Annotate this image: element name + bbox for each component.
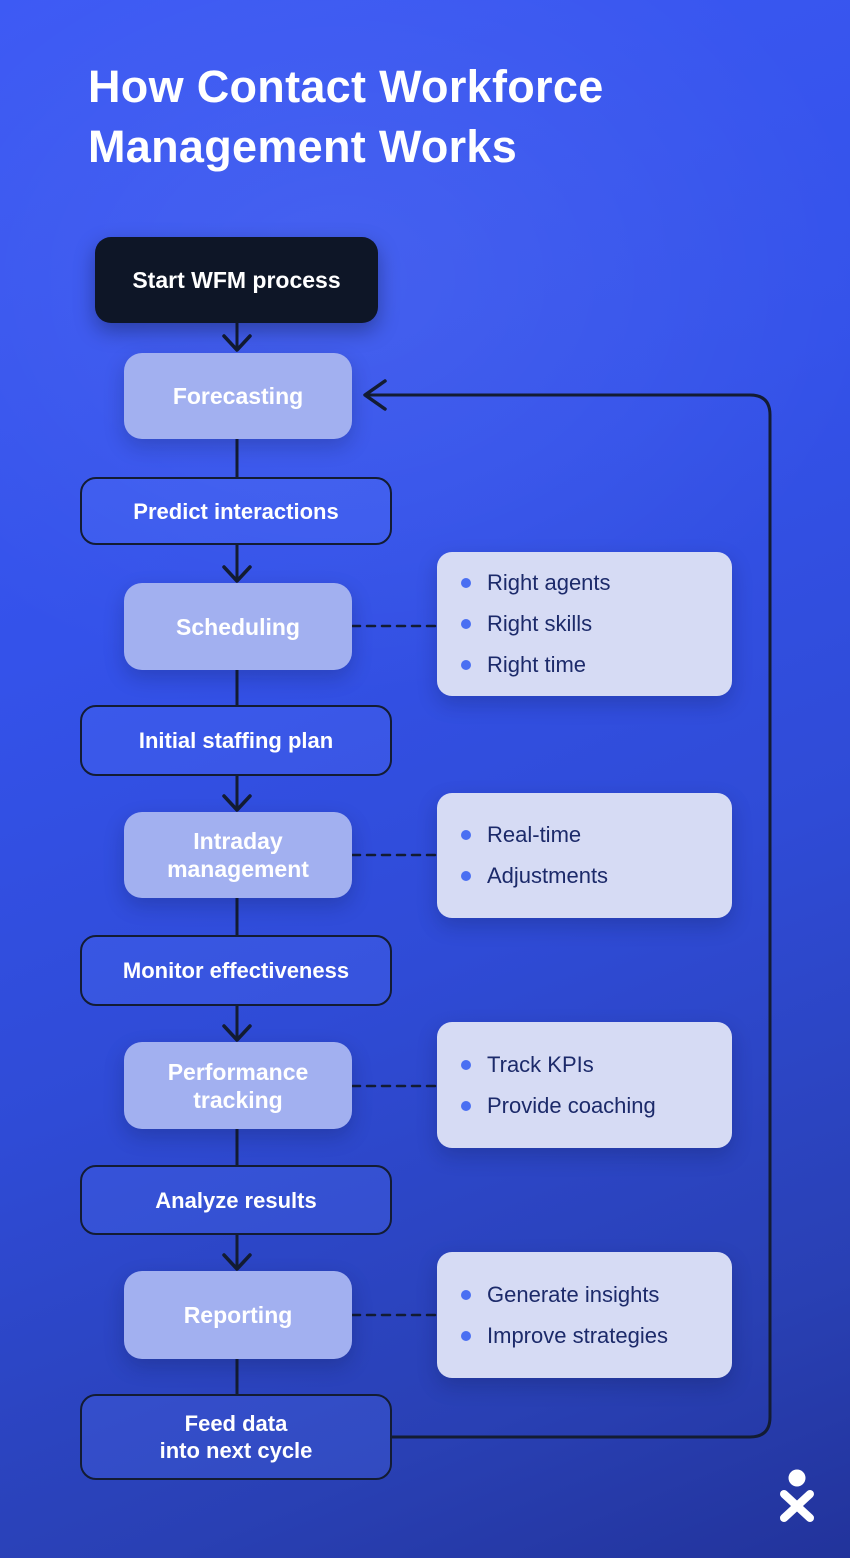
callout-item: Provide coaching <box>461 1093 718 1119</box>
arrowhead-forecasting <box>222 334 252 352</box>
node-label: Scheduling <box>176 613 300 640</box>
node-label: Initial staffing plan <box>138 728 334 753</box>
arrowhead-scheduling <box>222 565 252 583</box>
callout-item-label: Adjustments <box>487 863 609 888</box>
bullet-icon <box>461 1100 471 1111</box>
node-label: Forecasting <box>172 383 304 409</box>
bullet-icon <box>461 619 471 629</box>
node-scheduling: Scheduling <box>124 583 352 670</box>
bullet-icon <box>461 1330 471 1341</box>
callout-performance-tracking: Track KPIs Provide coaching <box>437 1022 732 1148</box>
node-forecasting: Forecasting <box>124 353 352 439</box>
callout-item: Improve strategies <box>461 1323 718 1349</box>
nextiva-x-logo <box>780 1469 814 1522</box>
page-title: How Contact Workforce Management Works <box>88 61 604 172</box>
bullet-icon <box>461 830 471 840</box>
node-initial-staffing-plan: Initial staffing plan <box>80 705 392 776</box>
callout-item-label: Right agents <box>487 570 611 595</box>
node-label: Performance tracking <box>167 1058 309 1113</box>
callout-item: Right agents <box>461 570 718 596</box>
node-performance-tracking: Performance tracking <box>124 1042 352 1129</box>
node-reporting: Reporting <box>124 1271 352 1359</box>
callout-intraday-management: Real-time Adjustments <box>437 793 732 918</box>
callout-item: Generate insights <box>461 1282 718 1308</box>
bullet-icon <box>461 578 471 588</box>
bullet-icon <box>461 1059 471 1070</box>
callout-item-label: Real-time <box>487 822 582 847</box>
callout-item: Right time <box>461 652 718 678</box>
callout-reporting: Generate insights Improve strategies <box>437 1252 732 1378</box>
callout-item-label: Track KPIs <box>487 1051 594 1077</box>
node-intraday-management: Intraday management <box>124 812 352 898</box>
callout-item: Adjustments <box>461 863 718 889</box>
callout-item-label: Right time <box>487 652 587 677</box>
logo-head-dot <box>788 1469 806 1487</box>
callout-item-label: Improve strategies <box>487 1322 668 1348</box>
arrowhead-intraday <box>222 794 252 812</box>
node-label: Analyze results <box>155 1187 317 1213</box>
node-analyze-results: Analyze results <box>80 1165 392 1235</box>
logo-x-glyph <box>780 1490 814 1522</box>
callout-scheduling: Right agents Right skills Right time <box>437 552 732 696</box>
callout-item-label: Generate insights <box>487 1281 660 1307</box>
node-predict-interactions: Predict interactions <box>80 477 392 545</box>
bullet-icon <box>461 660 471 670</box>
bullet-icon <box>461 871 471 881</box>
node-label: Feed data into next cycle <box>159 1411 313 1463</box>
callout-item: Real-time <box>461 822 718 848</box>
arrowhead-performance <box>222 1024 252 1042</box>
callout-item-label: Right skills <box>487 611 593 636</box>
bullet-icon <box>461 1289 471 1300</box>
node-monitor-effectiveness: Monitor effectiveness <box>80 935 392 1006</box>
arrowhead-reporting <box>222 1253 252 1271</box>
node-start-wfm-process: Start WFM process <box>95 237 378 323</box>
arrowhead-loop-to-forecasting <box>363 379 387 411</box>
callout-item-label: Provide coaching <box>487 1092 656 1118</box>
callout-item: Track KPIs <box>461 1052 718 1078</box>
node-feed-data-into-next-cycle: Feed data into next cycle <box>80 1394 392 1480</box>
node-label: Reporting <box>183 1302 293 1328</box>
node-label: Monitor effectiveness <box>122 958 350 983</box>
node-label: Predict interactions <box>133 498 339 524</box>
node-label: Intraday management <box>167 828 309 882</box>
node-label: Start WFM process <box>132 266 341 293</box>
callout-item: Right skills <box>461 611 718 637</box>
